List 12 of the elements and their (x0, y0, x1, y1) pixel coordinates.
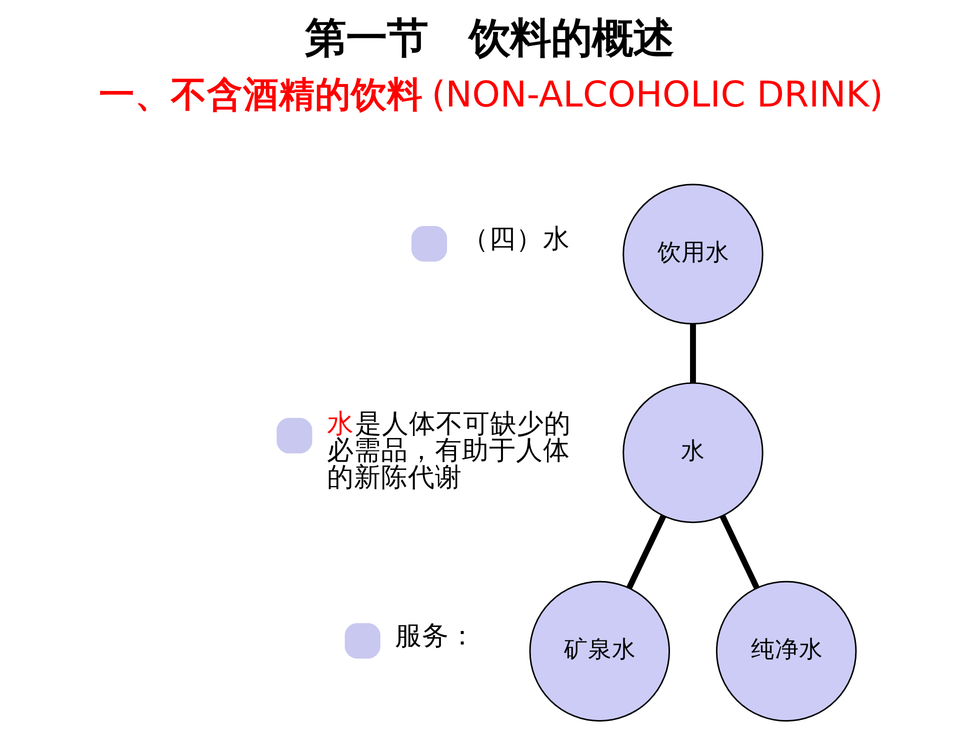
connector (690, 324, 696, 383)
connector (626, 514, 666, 589)
node-circle: 矿泉水 (529, 580, 670, 722)
label: 一、不含酒精的饮料 (NON-ALCOHOLIC DRINK) (98, 74, 884, 116)
diagram-title: 第一节 饮料的概述 (304, 12, 674, 62)
node-circle: 饮用水 (622, 184, 764, 325)
node-circle: 水 (622, 382, 764, 524)
label: 服务： (395, 620, 476, 652)
connector (720, 514, 760, 589)
label: 水是人体不可缺少的必需品，有助于人体的新陈代谢 (327, 408, 572, 493)
node-circle: 纯净水 (716, 580, 857, 722)
label: （四）水 (462, 223, 570, 254)
